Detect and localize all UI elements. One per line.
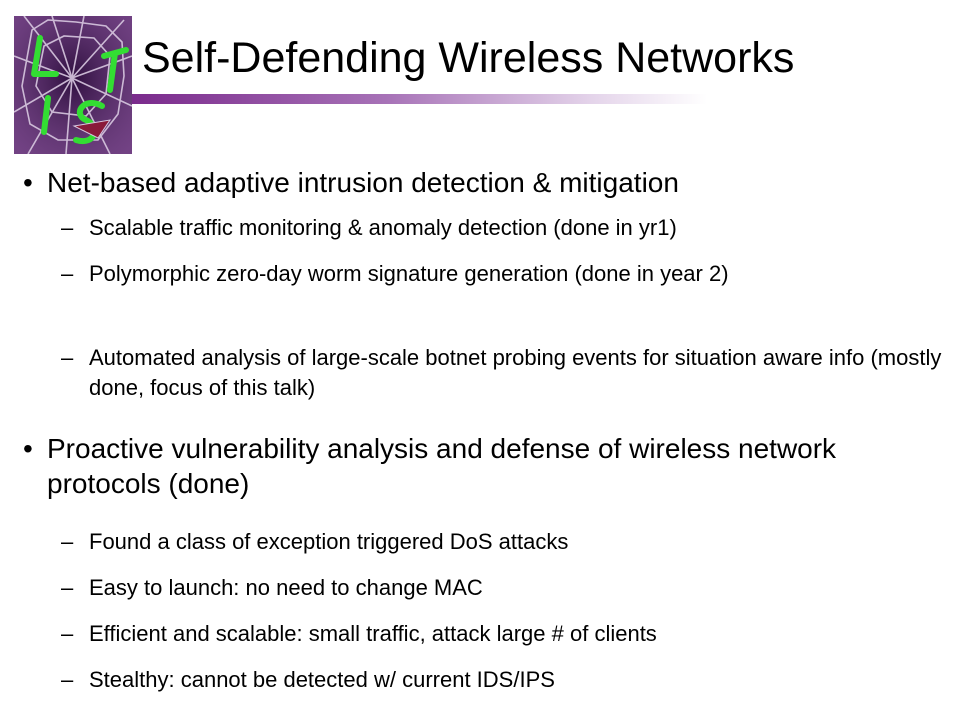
sub-bullet-text: Found a class of exception triggered DoS… bbox=[89, 529, 569, 554]
bullet-dot-icon: • bbox=[23, 433, 33, 464]
bullet-text: Proactive vulnerability analysis and def… bbox=[47, 433, 837, 499]
dash-icon: – bbox=[61, 621, 74, 646]
sub-bullet-text: Scalable traffic monitoring & anomaly de… bbox=[89, 215, 677, 240]
dash-icon: – bbox=[61, 215, 74, 240]
bullet-item: • Proactive vulnerability analysis and d… bbox=[23, 431, 927, 501]
sub-bullet-item: – Stealthy: cannot be detected w/ curren… bbox=[61, 665, 949, 695]
sub-bullet-item: – Efficient and scalable: small traffic,… bbox=[61, 619, 949, 649]
bullet-item: • Net-based adaptive intrusion detection… bbox=[23, 165, 927, 200]
sub-bullet-text: Automated analysis of large-scale botnet… bbox=[89, 345, 942, 400]
title-underline bbox=[132, 94, 707, 104]
bullet-dot-icon: • bbox=[23, 167, 33, 198]
sub-bullet-text: Easy to launch: no need to change MAC bbox=[89, 575, 483, 600]
slide-title: Self-Defending Wireless Networks bbox=[142, 34, 795, 82]
sub-bullet-item: – Scalable traffic monitoring & anomaly … bbox=[61, 213, 949, 243]
sub-bullet-text: Stealthy: cannot be detected w/ current … bbox=[89, 667, 555, 692]
bullet-text: Net-based adaptive intrusion detection &… bbox=[47, 167, 679, 198]
sub-bullet-item: – Found a class of exception triggered D… bbox=[61, 527, 949, 557]
sub-bullet-item: – Easy to launch: no need to change MAC bbox=[61, 573, 949, 603]
sub-bullet-text: Efficient and scalable: small traffic, a… bbox=[89, 621, 657, 646]
sub-bullet-text: Polymorphic zero-day worm signature gene… bbox=[89, 261, 729, 286]
dash-icon: – bbox=[61, 261, 74, 286]
cracked-glass-icon bbox=[14, 16, 132, 154]
sub-bullet-item: – Polymorphic zero-day worm signature ge… bbox=[61, 259, 949, 289]
lis-logo-icon bbox=[14, 16, 132, 154]
dash-icon: – bbox=[61, 345, 74, 370]
dash-icon: – bbox=[61, 575, 74, 600]
dash-icon: – bbox=[61, 667, 74, 692]
sub-bullet-item: – Automated analysis of large-scale botn… bbox=[61, 343, 949, 403]
dash-icon: – bbox=[61, 529, 74, 554]
